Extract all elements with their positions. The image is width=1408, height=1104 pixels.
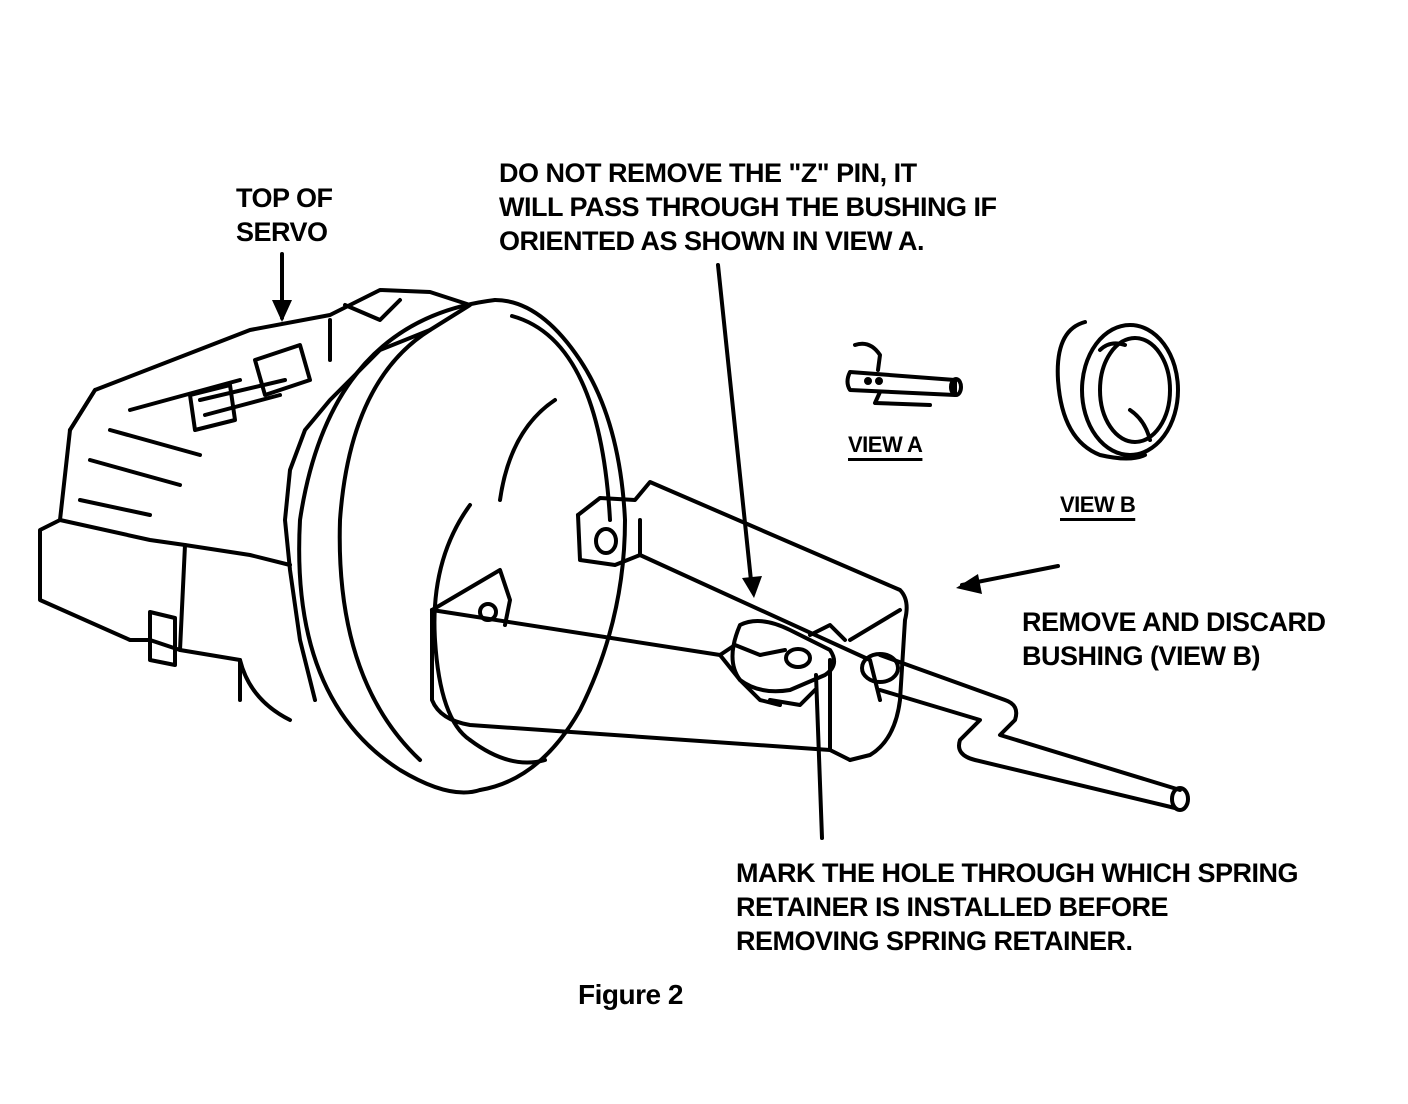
bushing-view-b [1058, 322, 1178, 459]
mark-hole-line-2: RETAINER IS INSTALLED BEFORE [736, 892, 1169, 922]
arrowhead-icon [742, 576, 762, 598]
mark-hole-line-1: MARK THE HOLE THROUGH WHICH SPRING [736, 858, 1298, 888]
spring-retainer-leader-arrow [816, 675, 822, 838]
z-rod [880, 655, 1188, 810]
remove-bushing-line-1: REMOVE AND DISCARD [1022, 607, 1326, 637]
mark-hole-line-3: REMOVING SPRING RETAINER. [736, 926, 1133, 956]
mark-hole-label: MARK THE HOLE THROUGH WHICH SPRING RETAI… [736, 856, 1298, 958]
mounting-bracket [432, 482, 907, 760]
figure-caption: Figure 2 [578, 979, 683, 1010]
top-of-servo-line-1: TOP OF [236, 183, 333, 213]
remove-bushing-label: REMOVE AND DISCARD BUSHING (VIEW B) [1022, 605, 1326, 673]
remove-bushing-line-2: BUSHING (VIEW B) [1022, 641, 1260, 671]
z-pin-view-a [848, 344, 962, 405]
top-of-servo-line-2: SERVO [236, 217, 328, 247]
bracket-hole [480, 604, 496, 620]
z-pin-note-line-1: DO NOT REMOVE THE "Z" PIN, IT [499, 158, 917, 188]
spring-retainer [733, 621, 846, 705]
arrowhead-icon [956, 574, 982, 594]
z-pin-note-line-3: ORIENTED AS SHOWN IN VIEW A. [499, 226, 925, 256]
diaphragm-housing [299, 300, 625, 793]
z-pin-note-line-2: WILL PASS THROUGH THE BUSHING IF [499, 192, 997, 222]
z-pin-leader-arrow [718, 265, 752, 590]
arrowhead-icon [272, 300, 292, 322]
bracket-hole [596, 529, 616, 553]
z-pin-note: DO NOT REMOVE THE "Z" PIN, IT WILL PASS … [499, 156, 997, 258]
view-a-label: VIEW A [848, 432, 923, 457]
servo-body [40, 290, 470, 720]
view-b-label: VIEW B [1060, 492, 1136, 517]
top-of-servo-label: TOP OF SERVO [236, 181, 333, 249]
